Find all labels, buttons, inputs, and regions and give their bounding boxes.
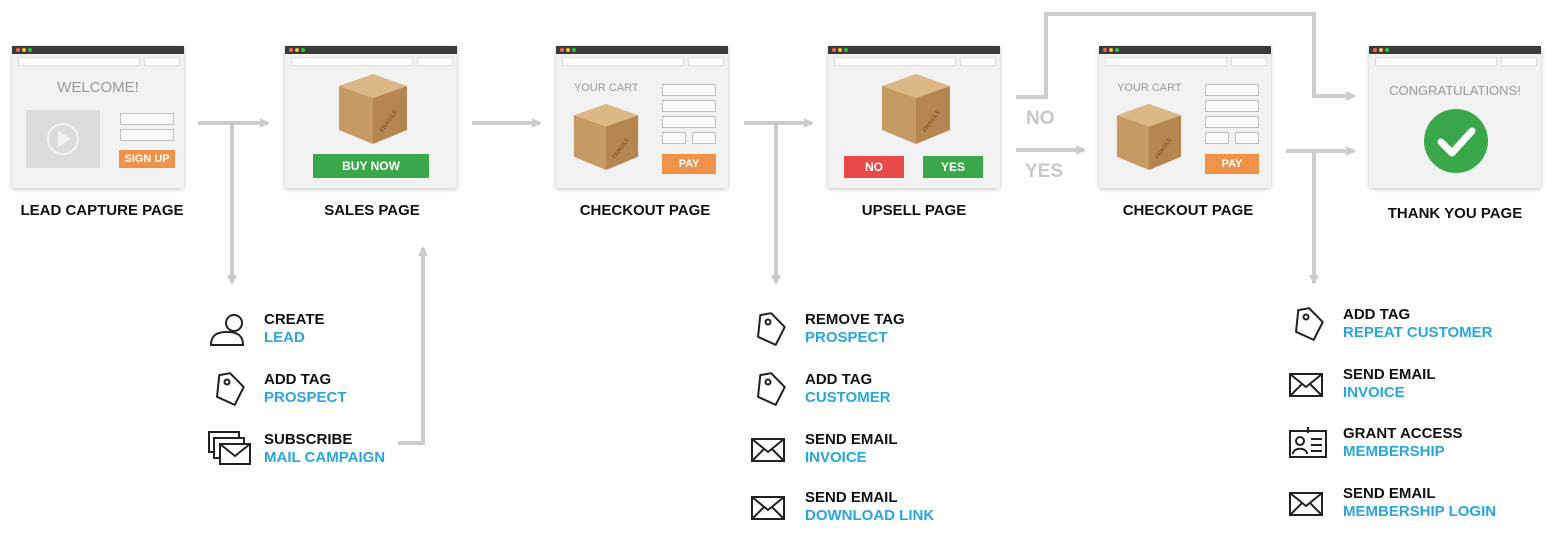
envelope-icon: [751, 496, 785, 520]
tag-icon: [1295, 307, 1324, 341]
tag-icon: [757, 312, 786, 346]
lead-capture-page-thumbnail: WELCOME! SIGN UP: [12, 46, 184, 188]
envelope-icon: [751, 438, 785, 462]
action-send-email-download-link: SEND EMAIL DOWNLOAD LINK: [749, 489, 1009, 533]
lead-capture-page-label: LEAD CAPTURE PAGE: [20, 202, 184, 219]
package-box-icon: FRAGILE: [1116, 103, 1182, 170]
tag-icon: [216, 372, 245, 406]
action-title: REMOVE TAG: [805, 311, 905, 328]
cart-field: [692, 132, 716, 144]
action-detail: INVOICE: [1343, 384, 1405, 401]
cart-field: [1205, 116, 1259, 128]
play-icon: [47, 123, 79, 155]
video-placeholder: [26, 110, 100, 168]
package-box-icon: FRAGILE: [339, 74, 407, 144]
thank-you-page-thumbnail: CONGRATULATIONS!: [1369, 46, 1541, 188]
action-detail: DOWNLOAD LINK: [805, 507, 935, 524]
cart-field: [662, 132, 686, 144]
cart-field: [662, 116, 716, 128]
action-send-email-membership-login: SEND EMAIL MEMBERSHIP LOGIN: [1287, 485, 1547, 529]
yes-branch-label: YES: [1025, 161, 1064, 182]
action-detail: MEMBERSHIP: [1343, 443, 1445, 460]
action-send-email-invoice: SEND EMAIL INVOICE: [749, 431, 1009, 475]
action-detail: LEAD: [264, 329, 305, 346]
action-title: GRANT ACCESS: [1343, 425, 1463, 442]
name-field: [120, 113, 174, 125]
checkout-page-thumbnail: YOUR CART FRAGILE PAY: [556, 46, 728, 188]
action-title: ADD TAG: [805, 371, 873, 388]
action-create-lead: CREATE LEAD: [208, 311, 468, 355]
package-box-icon: FRAGILE: [882, 74, 950, 144]
no-button: NO: [844, 156, 904, 178]
arrow-no-path: [1016, 12, 1356, 101]
no-branch-label: NO: [1026, 108, 1055, 129]
buy-now-button: BUY NOW: [313, 154, 429, 178]
upsell-page-label: UPSELL PAGE: [861, 202, 967, 219]
pay-button: PAY: [662, 154, 716, 174]
action-subscribe-mail-campaign: SUBSCRIBE MAIL CAMPAIGN: [208, 431, 468, 475]
action-title: ADD TAG: [264, 371, 332, 388]
mail-stack-icon: [208, 431, 251, 465]
your-cart-heading: YOUR CART: [574, 82, 639, 94]
tag-icon: [757, 372, 786, 406]
user-icon: [209, 314, 245, 346]
action-title: SUBSCRIBE: [264, 431, 353, 448]
welcome-heading: WELCOME!: [57, 79, 139, 96]
cart-field: [662, 100, 716, 112]
action-remove-tag-prospect: REMOVE TAG PROSPECT: [749, 311, 1009, 355]
envelope-icon: [1289, 492, 1323, 516]
checkout-page-2-thumbnail: YOUR CART FRAGILE PAY: [1099, 46, 1271, 188]
action-title: SEND EMAIL: [805, 489, 898, 506]
action-detail: MEMBERSHIP LOGIN: [1343, 503, 1497, 520]
cart-field: [1205, 84, 1259, 96]
action-detail: PROSPECT: [805, 329, 888, 346]
action-detail: CUSTOMER: [805, 389, 891, 406]
email-field: [120, 129, 174, 141]
action-title: CREATE: [264, 311, 325, 328]
checkmark-icon: [1424, 109, 1488, 173]
action-send-email-invoice-2: SEND EMAIL INVOICE: [1287, 366, 1547, 410]
action-title: ADD TAG: [1343, 306, 1411, 323]
pay-button: PAY: [1205, 154, 1259, 174]
sign-up-button: SIGN UP: [119, 150, 175, 168]
cart-field: [1205, 100, 1259, 112]
action-title: SEND EMAIL: [1343, 366, 1436, 383]
yes-button: YES: [923, 156, 983, 178]
congratulations-heading: CONGRATULATIONS!: [1389, 83, 1521, 98]
upsell-page-thumbnail: FRAGILE NO YES: [828, 46, 1000, 188]
action-add-tag-customer: ADD TAG CUSTOMER: [749, 371, 1009, 415]
package-box-icon: FRAGILE: [573, 103, 639, 170]
checkout-page-2-label: CHECKOUT PAGE: [1122, 202, 1254, 219]
sales-page-label: SALES PAGE: [324, 202, 420, 219]
sales-page-thumbnail: FRAGILE BUY NOW: [285, 46, 457, 188]
cart-field: [1205, 132, 1229, 144]
checkout-page-label: CHECKOUT PAGE: [579, 202, 711, 219]
your-cart-heading: YOUR CART: [1117, 82, 1182, 94]
thank-you-page-label: THANK YOU PAGE: [1387, 205, 1523, 222]
action-detail: MAIL CAMPAIGN: [264, 449, 386, 466]
action-title: SEND EMAIL: [805, 431, 898, 448]
action-title: SEND EMAIL: [1343, 485, 1436, 502]
id-card-icon: [1289, 427, 1327, 458]
arrow-subscribe-to-sales: [398, 246, 428, 445]
action-detail: PROSPECT: [264, 389, 347, 406]
action-detail: REPEAT CUSTOMER: [1343, 324, 1493, 341]
action-add-tag-repeat-customer: ADD TAG REPEAT CUSTOMER: [1287, 306, 1547, 350]
envelope-icon: [1289, 373, 1323, 397]
action-detail: INVOICE: [805, 449, 867, 466]
action-add-tag-prospect: ADD TAG PROSPECT: [208, 371, 468, 415]
action-grant-access-membership: GRANT ACCESS MEMBERSHIP: [1287, 425, 1547, 469]
cart-field: [662, 84, 716, 96]
cart-field: [1235, 132, 1259, 144]
